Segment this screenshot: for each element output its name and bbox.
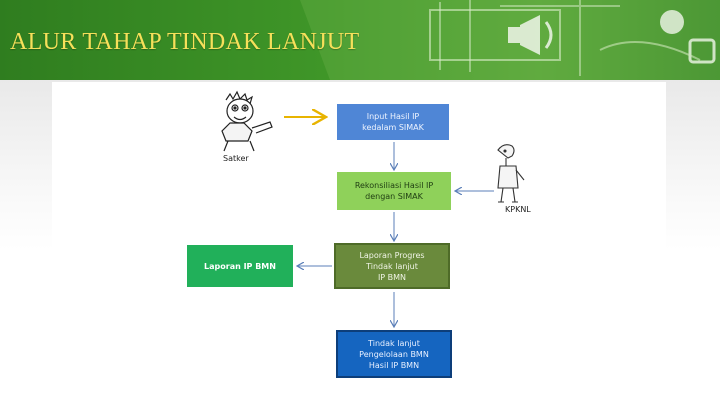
- kpknl-figure-icon: [497, 144, 525, 203]
- tindak-lanjut-box: Tindak lanjut Pengelolaan BMN Hasil IP B…: [336, 330, 452, 378]
- header-decoration: [300, 0, 720, 80]
- laporan-progres-box: Laporan Progres Tindak lanjut IP BMN: [334, 243, 450, 289]
- satker-figure-icon: [221, 90, 273, 152]
- input-simak-box: Input Hasil IP kedalam SIMAK: [337, 104, 449, 140]
- page-title: ALUR TAHAP TINDAK LANJUT: [10, 29, 360, 55]
- laporan-ip-bmn-box: Laporan IP BMN: [187, 245, 293, 287]
- rekonsiliasi-box: Rekonsiliasi Hasil IP dengan SIMAK: [337, 172, 451, 210]
- kpknl-label: KPKNL: [505, 205, 531, 214]
- header-banner: ALUR TAHAP TINDAK LANJUT: [0, 0, 720, 80]
- satker-label: Satker: [223, 154, 249, 163]
